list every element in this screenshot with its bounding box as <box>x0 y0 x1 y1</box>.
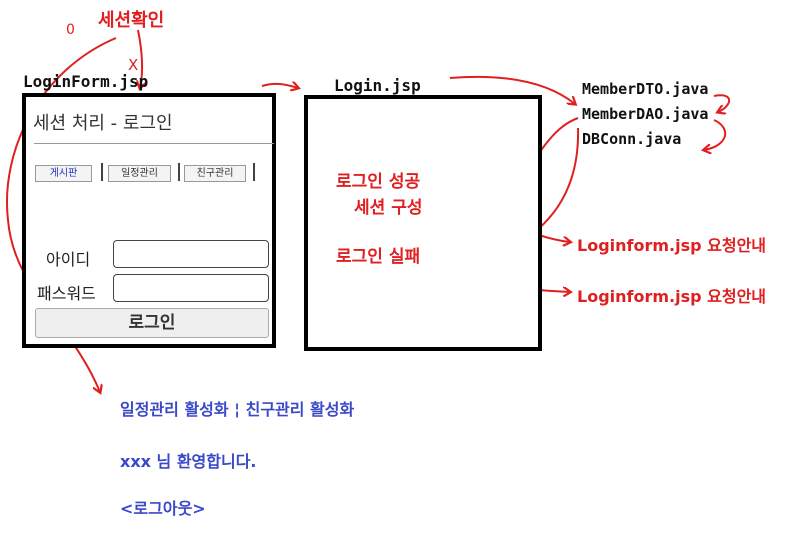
form-divider <box>34 143 274 144</box>
login-form-mock: 세션 처리 - 로그인 게시판 일정관리 친구관리 아이디 패스워드 로그인 <box>22 93 276 348</box>
mark-x: X <box>128 56 139 74</box>
mark-o: 0 <box>66 22 75 38</box>
redirect-label-1: Loginform.jsp 요청안내 <box>577 236 767 255</box>
tab-separator <box>253 163 255 181</box>
dto-file-label: MemberDTO.java <box>582 80 709 98</box>
activation-text: 일정관리 활성화 ¦ 친구관리 활성화 <box>120 400 355 419</box>
tab-friends[interactable]: 친구관리 <box>184 165 246 182</box>
tab-board[interactable]: 게시판 <box>35 165 92 182</box>
welcome-text: xxx 님 환영합니다. <box>120 452 257 471</box>
password-label: 패스워드 <box>37 284 96 303</box>
login-fail-label: 로그인 실패 <box>336 247 421 267</box>
form-title: 세션 처리 - 로그인 <box>33 113 173 134</box>
tab-schedule[interactable]: 일정관리 <box>108 165 171 182</box>
login-button[interactable]: 로그인 <box>35 308 269 338</box>
redirect-label-2: Loginform.jsp 요청안내 <box>577 287 767 306</box>
dto-dao-loop-arrow <box>713 94 731 112</box>
tab-separator <box>101 163 103 181</box>
dao-file-label: MemberDAO.java <box>582 105 709 123</box>
logout-link[interactable]: <로그아웃> <box>120 499 206 518</box>
tab-separator <box>178 163 180 181</box>
session-build-label: 세션 구성 <box>354 198 423 218</box>
password-input[interactable] <box>113 274 269 302</box>
id-label: 아이디 <box>46 250 91 269</box>
session-check-label: 세션확인 <box>98 10 165 31</box>
dao-dbconn-arrow <box>704 119 727 150</box>
loginform-file-label: LoginForm.jsp <box>23 72 149 91</box>
login-success-label: 로그인 성공 <box>336 172 421 192</box>
id-input[interactable] <box>113 240 269 268</box>
login-file-label: Login.jsp <box>334 76 421 95</box>
loginform-to-login-arrow <box>261 84 298 88</box>
login-jsp-box <box>304 95 542 351</box>
dbconn-file-label: DBConn.java <box>582 130 682 148</box>
